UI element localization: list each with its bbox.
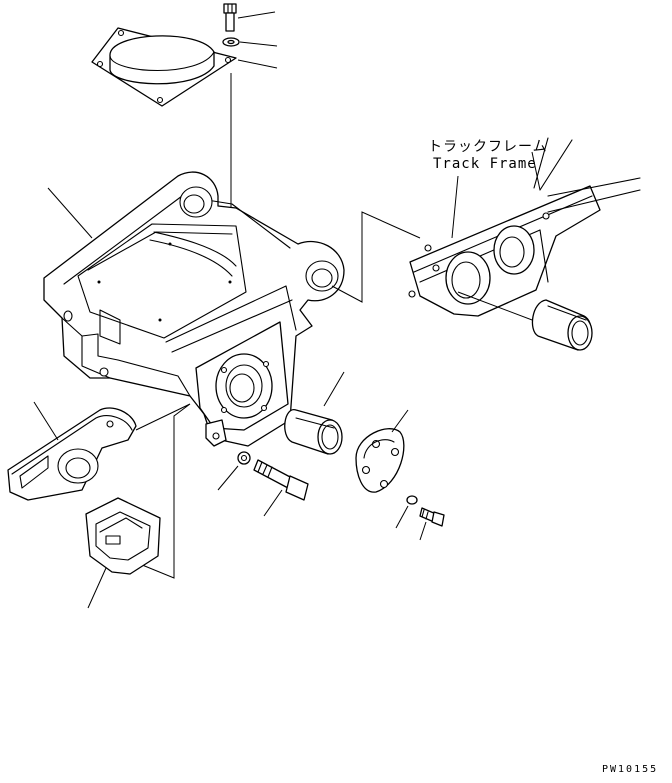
track-frame [408,137,641,317]
pin-bushing-right [531,299,593,351]
leader-cap-washer [395,505,409,529]
leader-washer [239,41,278,47]
top-washer [222,37,240,47]
leader-bushing [323,371,345,407]
guard-block [85,497,161,575]
cap-bolt [419,507,445,527]
pin-washer [237,451,251,465]
track-frame-label-en: Track Frame [433,156,537,172]
leader-pin-washer [217,465,239,491]
leader-cover [237,59,278,69]
pin-bushing-middle [284,409,343,455]
leader-bolt [237,11,276,19]
leader-cap [391,409,409,433]
side-guard-plate [7,407,137,501]
long-bolt [253,459,309,501]
assembly-line-ear [331,211,421,303]
leader-long-bolt [263,489,283,517]
track-frame-label-jp: トラックフレーム [428,139,548,155]
leader-cap-bolt [419,521,427,541]
assembly-line-side [129,403,191,579]
cap-washer [406,495,418,505]
leader-side-plate [33,401,59,441]
leader-guard-block [87,567,107,609]
top-bolt [223,3,237,32]
drawing-code: PW10155 [602,764,659,775]
leader-track-frame [451,175,459,239]
leader-main-bracket [47,187,93,239]
retainer-cap [355,428,405,493]
main-bracket [43,171,345,447]
leader-track-frame-2 [531,151,541,191]
top-cover-plate [91,27,237,107]
